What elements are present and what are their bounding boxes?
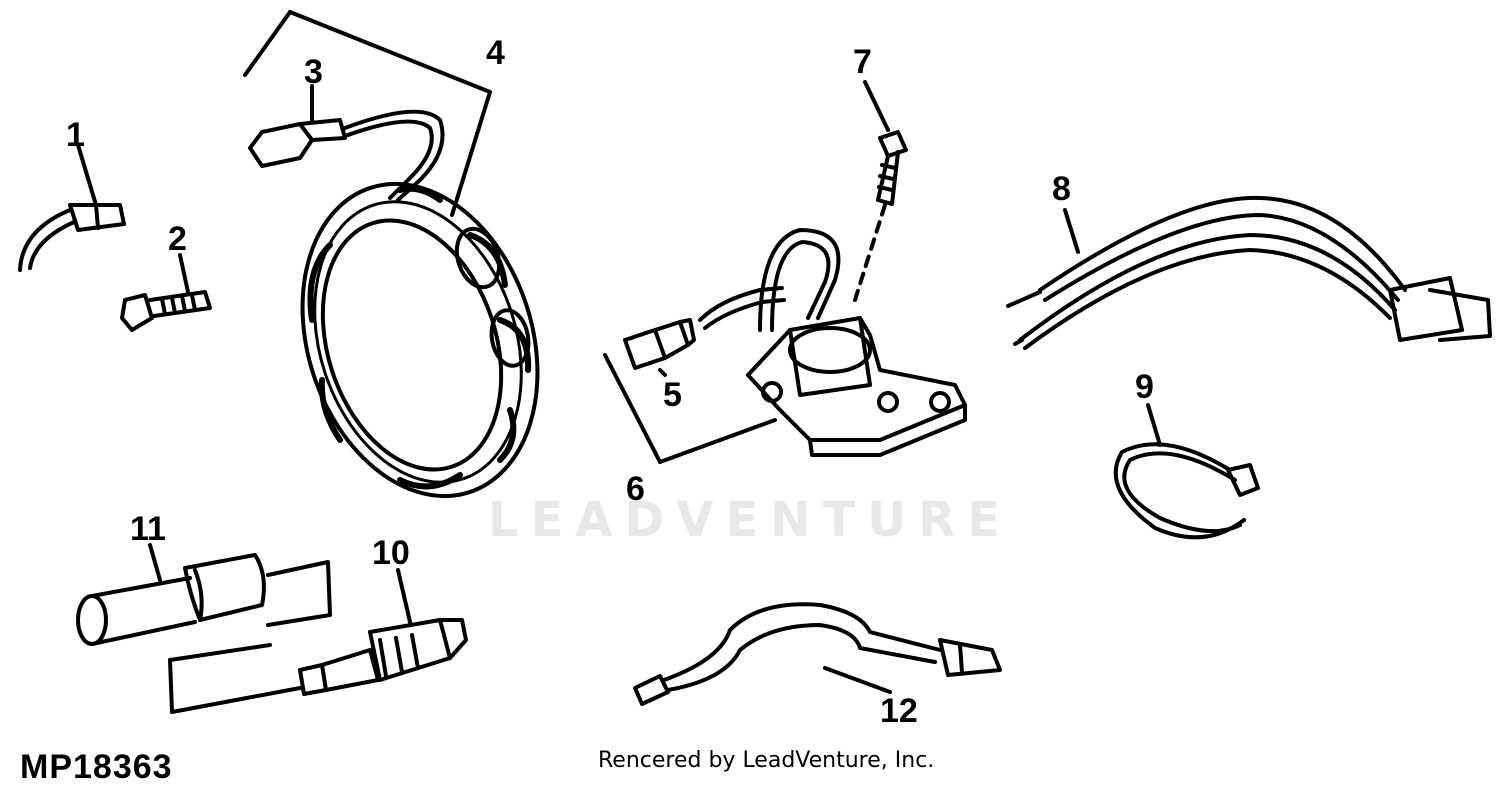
part-8-harness (1006, 195, 1492, 350)
part-12-lead (633, 602, 1002, 706)
callout-3: 3 (304, 53, 323, 91)
callout-4: 4 (486, 34, 505, 72)
part-2-bolt (120, 290, 212, 332)
part-10-switch (168, 618, 468, 714)
part-9-clamp (1113, 442, 1260, 540)
part-5-elbow (623, 318, 696, 370)
watermark-text: LEADVENTURE (488, 492, 1012, 548)
callout-6: 6 (626, 470, 645, 508)
callout-9: 9 (1135, 368, 1154, 406)
part-1-terminal (18, 203, 126, 272)
callout-10: 10 (372, 534, 410, 572)
render-credit: Rencered by LeadVenture, Inc. (598, 748, 935, 773)
part-4-stator (300, 181, 540, 499)
figure-id: MP18363 (20, 748, 173, 786)
callout-7: 7 (853, 43, 872, 81)
callout-8: 8 (1052, 170, 1071, 208)
callout-11: 11 (130, 510, 166, 548)
callout-2: 2 (168, 220, 187, 258)
part-6-ignition-module (698, 228, 967, 457)
part-3-connector (248, 109, 445, 202)
callout-12: 12 (880, 692, 918, 730)
part-11-sleeve (76, 553, 332, 646)
callout-1: 1 (66, 116, 85, 154)
part-7-screw (853, 130, 908, 302)
callout-5: 5 (663, 376, 682, 414)
